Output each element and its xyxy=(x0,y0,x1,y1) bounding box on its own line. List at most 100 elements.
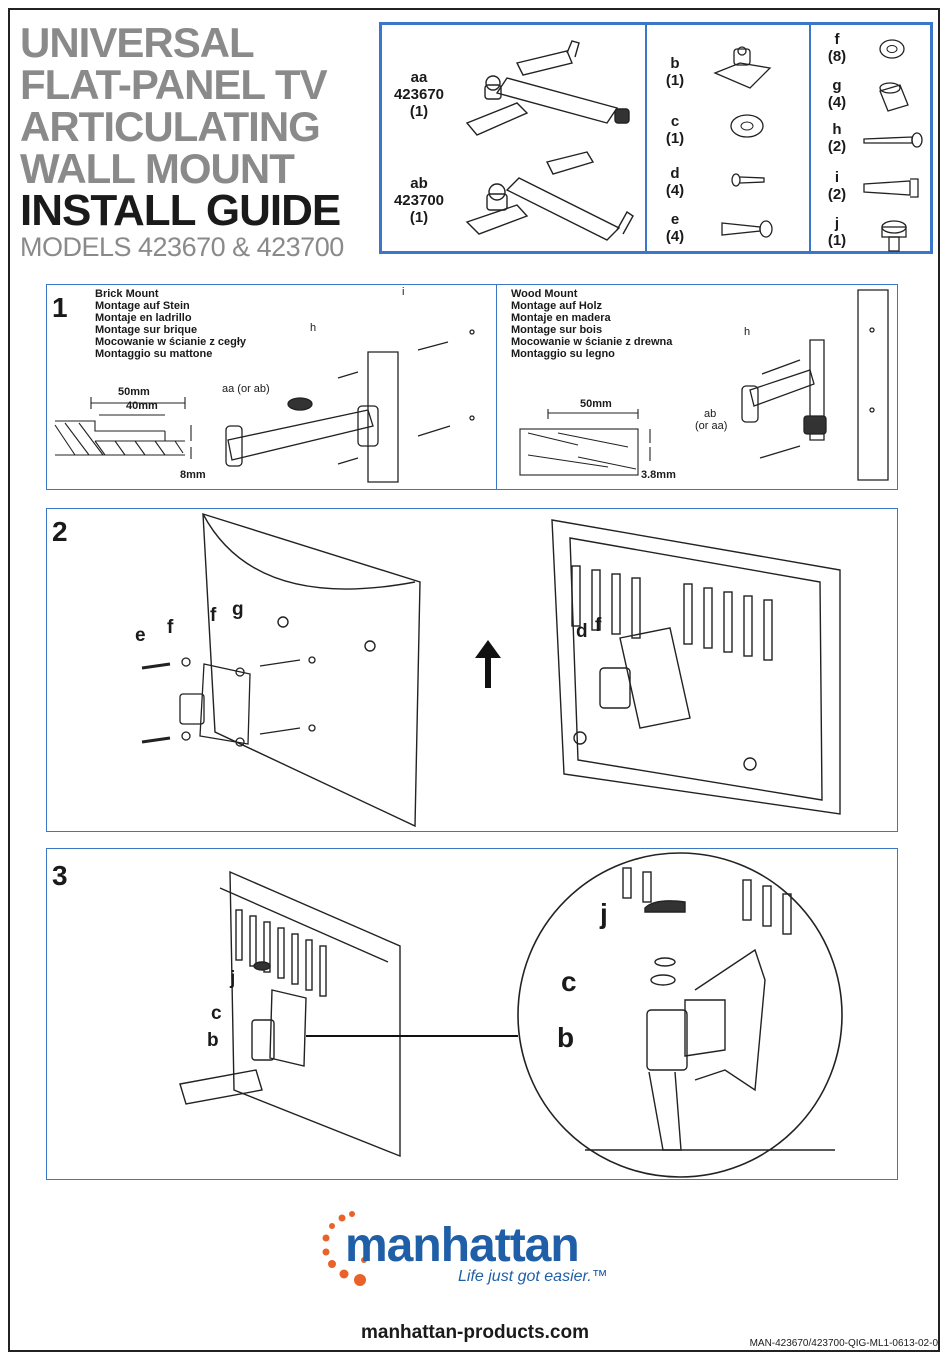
parts-divider xyxy=(809,25,811,251)
part-i-letter: i xyxy=(834,169,840,186)
label-b-large: b xyxy=(557,1022,575,1053)
brand-dots-logo xyxy=(322,1211,367,1286)
label-i-brick: i xyxy=(402,286,405,298)
step-1-panel xyxy=(46,284,898,490)
wood-fr: Montage sur bois xyxy=(511,324,603,336)
title-install-guide: INSTALL GUIDE xyxy=(20,186,341,235)
website-url: manhattan-products.com xyxy=(360,1322,590,1343)
label-g: g xyxy=(232,599,244,620)
title-models: MODELS 423670 & 423700 xyxy=(20,232,344,262)
document-code: MAN-423670/423700-QIG-ML1-0613-02-0 xyxy=(749,1338,938,1349)
brick-es: Montaje en ladrillo xyxy=(95,312,192,324)
part-e-label: e (4) xyxy=(660,211,690,245)
dim-wood-50mm: 50mm xyxy=(580,398,612,410)
step-1-number: 1 xyxy=(52,292,68,323)
tv-back-left-drawing xyxy=(202,513,421,828)
wood-pl: Mocowanie w ścianie z drewna xyxy=(511,336,673,348)
part-f-letter: f xyxy=(834,31,840,48)
part-b-qty: (1) xyxy=(665,72,685,89)
wood-block-drawing xyxy=(519,409,651,476)
part-j-letter: j xyxy=(834,215,840,232)
part-c-washer-drawing xyxy=(730,114,764,138)
label-f-3: f xyxy=(595,615,602,636)
part-d-screw-drawing xyxy=(731,173,765,187)
part-b-letter: b xyxy=(670,55,680,72)
part-e-screw-drawing xyxy=(721,220,773,238)
wood-de: Montage auf Holz xyxy=(511,300,603,312)
part-i-qty: (2) xyxy=(827,186,847,203)
brick-pl: Mocowanie w ścianie z cegły xyxy=(95,336,246,348)
part-b-label: b (1) xyxy=(660,55,690,89)
part-aa-qty: (1) xyxy=(409,103,429,120)
page-frame xyxy=(8,8,940,1352)
part-aa-label: aa 423670 (1) xyxy=(388,69,450,120)
label-aa-or-ab: aa (or ab) xyxy=(222,383,270,395)
brick-it: Montaggio su mattone xyxy=(95,348,213,360)
label-d: d xyxy=(576,621,588,642)
part-h-letter: h xyxy=(832,121,842,138)
part-j-label: j (1) xyxy=(822,215,852,249)
part-d-qty: (4) xyxy=(665,182,685,199)
part-j-knob-drawing xyxy=(881,220,907,252)
parts-divider xyxy=(645,25,647,251)
part-j-qty: (1) xyxy=(827,232,847,249)
detail-zoom-circle xyxy=(517,852,843,1178)
label-b-small: b xyxy=(207,1030,219,1051)
part-h-screw-drawing xyxy=(863,132,923,148)
label-c-large: c xyxy=(561,966,577,997)
wood-en: Wood Mount xyxy=(511,288,578,300)
part-ab-label: ab 423700 (1) xyxy=(388,175,450,226)
step-2-number: 2 xyxy=(52,516,68,547)
label-j-small: j xyxy=(230,968,236,989)
label-f-1: f xyxy=(167,617,174,638)
part-c-qty: (1) xyxy=(665,130,685,147)
brick-wall-drawing xyxy=(54,397,192,459)
label-c-small: c xyxy=(211,1003,222,1024)
brick-arm-drawing xyxy=(225,329,475,483)
wood-es: Montaje en madera xyxy=(511,312,611,324)
part-ab-model: 423700 xyxy=(393,192,445,209)
title-line-2: FLAT-PANEL TV xyxy=(20,61,328,108)
part-d-letter: d xyxy=(670,165,680,182)
part-f-washer-drawing xyxy=(879,39,905,59)
part-f-label: f (8) xyxy=(822,31,852,65)
part-i-anchor-drawing xyxy=(863,178,919,198)
part-aa-model: 423670 xyxy=(393,86,445,103)
dim-3-8mm: 3.8mm xyxy=(641,469,676,481)
arm-aa-drawing xyxy=(465,40,630,136)
label-or-aa: (or aa) xyxy=(695,420,728,432)
parts-list: aa 423670 (1) ab 423700 (1) b (1) xyxy=(379,22,933,254)
part-ab-letter: ab xyxy=(410,175,428,192)
label-h-wood: h xyxy=(744,326,751,338)
title-line-4: WALL MOUNT xyxy=(20,145,295,192)
part-e-qty: (4) xyxy=(665,228,685,245)
tv-back-right-drawing xyxy=(551,519,841,815)
step-1-divider xyxy=(496,285,497,489)
part-ab-qty: (1) xyxy=(409,209,429,226)
dim-8mm: 8mm xyxy=(180,469,206,481)
brick-de: Montage auf Stein xyxy=(95,300,190,312)
wood-it: Montaggio su legno xyxy=(511,348,615,360)
bracket-exploded-drawing xyxy=(141,656,316,747)
part-g-letter: g xyxy=(832,77,842,94)
label-ab-wood: ab xyxy=(704,408,717,420)
brick-mount-text: Brick Mount Montage auf Stein Montaje en… xyxy=(95,288,246,360)
part-e-letter: e xyxy=(670,211,680,228)
brick-en: Brick Mount xyxy=(95,288,159,300)
part-aa-letter: aa xyxy=(410,69,428,86)
part-g-label: g (4) xyxy=(822,77,852,111)
part-i-label: i (2) xyxy=(822,169,852,203)
label-e: e xyxy=(135,625,146,646)
part-h-label: h (2) xyxy=(822,121,852,155)
tv-mount-assembled-drawing xyxy=(179,870,518,1158)
part-c-label: c (1) xyxy=(660,113,690,147)
arm-ab-drawing xyxy=(465,151,634,241)
title-block: UNIVERSAL FLAT-PANEL TV ARTICULATING WAL… xyxy=(20,22,380,263)
part-g-spacer-drawing xyxy=(879,82,909,112)
part-c-letter: c xyxy=(670,113,680,130)
label-f-2: f xyxy=(210,605,217,626)
title-line-3: ARTICULATING xyxy=(20,103,321,150)
label-j-large: j xyxy=(600,898,608,929)
step-3-number: 3 xyxy=(52,860,68,891)
wood-arm-drawing xyxy=(741,289,889,481)
